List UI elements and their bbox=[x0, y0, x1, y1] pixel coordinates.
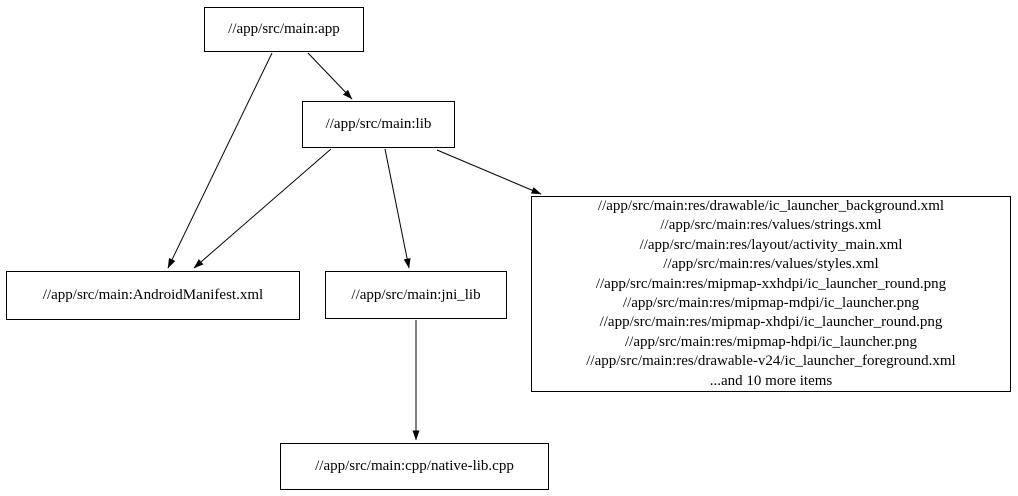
res-file-line: //app/src/main:res/drawable-v24/ic_launc… bbox=[586, 353, 956, 370]
node-lib-target: //app/src/main:lib bbox=[302, 101, 455, 148]
node-label: //app/src/main:lib bbox=[325, 116, 432, 132]
edge-lib-to-res-group bbox=[436, 149, 542, 195]
res-file-line: //app/src/main:res/values/styles.xml bbox=[663, 256, 879, 273]
node-label: //app/src/main:cpp/native-lib.cpp bbox=[315, 458, 514, 474]
node-jni-lib: //app/src/main:jni_lib bbox=[325, 271, 507, 319]
node-native-lib-cpp: //app/src/main:cpp/native-lib.cpp bbox=[280, 443, 549, 490]
node-label: //app/src/main:app bbox=[228, 21, 340, 37]
res-file-line: //app/src/main:res/values/strings.xml bbox=[660, 217, 882, 234]
edge-lib-to-jni bbox=[384, 148, 411, 269]
res-file-line: //app/src/main:res/layout/activity_main.… bbox=[639, 236, 903, 253]
res-file-line: //app/src/main:res/mipmap-xhdpi/ic_launc… bbox=[599, 314, 943, 331]
edge-app-to-lib bbox=[307, 52, 353, 100]
node-android-manifest: //app/src/main:AndroidManifest.xml bbox=[6, 271, 300, 320]
node-app-target: //app/src/main:app bbox=[204, 7, 364, 52]
edge-lib-to-manifest bbox=[193, 148, 332, 269]
res-file-line: //app/src/main:res/mipmap-xxhdpi/ic_laun… bbox=[595, 275, 947, 292]
node-label: //app/src/main:AndroidManifest.xml bbox=[42, 287, 264, 303]
edge-app-to-manifest bbox=[167, 52, 273, 269]
res-file-line: //app/src/main:res/drawable/ic_launcher_… bbox=[597, 197, 945, 214]
res-file-line: //app/src/main:res/mipmap-hdpi/ic_launch… bbox=[624, 333, 917, 350]
node-label: //app/src/main:jni_lib bbox=[351, 286, 481, 303]
res-file-line-more: ...and 10 more items bbox=[709, 372, 833, 389]
res-file-line: //app/src/main:res/mipmap-mdpi/ic_launch… bbox=[622, 295, 920, 311]
node-res-file-group: //app/src/main:res/drawable/ic_launcher_… bbox=[531, 196, 1011, 392]
